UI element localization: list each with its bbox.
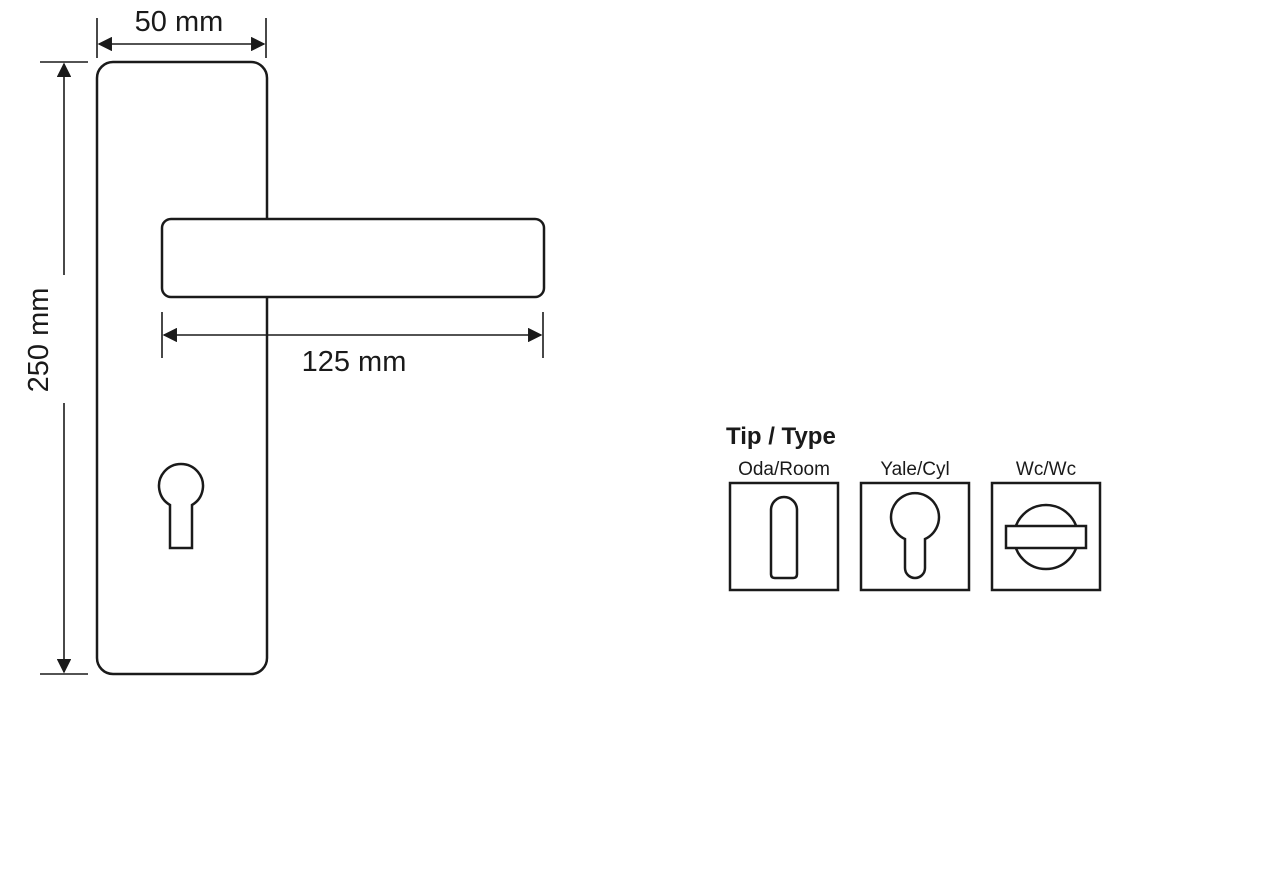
- type-section: Tip / Type Oda/Room Yale/Cyl Wc/Wc: [726, 423, 1102, 592]
- type-title: Tip / Type: [726, 423, 836, 450]
- height-label: 250 mm: [23, 288, 55, 393]
- lever-length-dimension: 125 mm: [161, 312, 544, 378]
- plate-keyhole-icon: [157, 462, 205, 550]
- wc-turn-icon: [1004, 503, 1088, 571]
- backplate: [95, 60, 269, 676]
- height-dimension: 250 mm: [23, 61, 88, 675]
- lever-length-label: 125 mm: [302, 346, 407, 378]
- type-label-room: Oda/Room: [738, 459, 830, 480]
- lever-handle: [160, 217, 546, 299]
- width-label: 50 mm: [135, 6, 224, 38]
- type-label-wc: Wc/Wc: [1016, 459, 1076, 480]
- type-label-cylinder: Yale/Cyl: [880, 459, 949, 480]
- type-box-wc: [990, 481, 1102, 592]
- room-slot-icon: [769, 495, 799, 580]
- cylinder-keyhole-icon: [889, 491, 941, 580]
- width-dimension: 50 mm: [96, 6, 267, 58]
- type-box-cylinder: [859, 481, 971, 592]
- type-box-room: [728, 481, 840, 592]
